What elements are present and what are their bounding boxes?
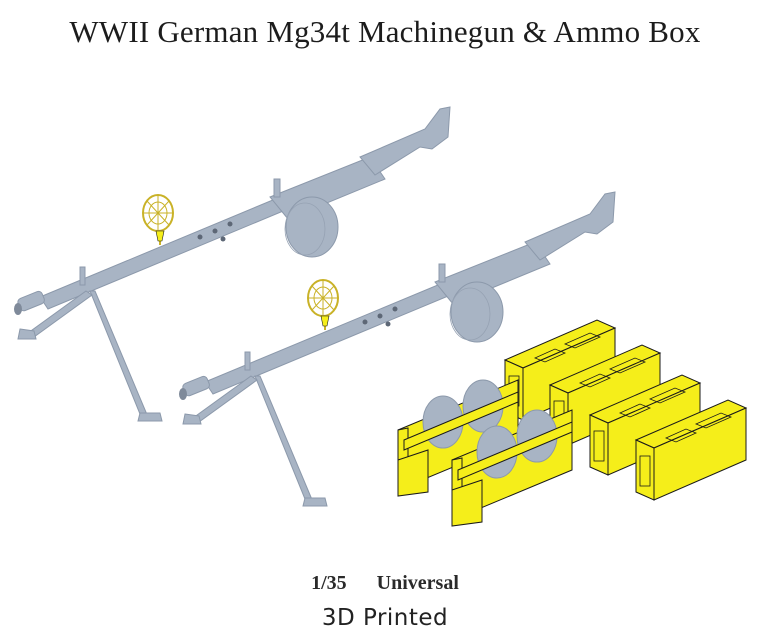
product-title: WWII German Mg34t Machinegun & Ammo Box [69, 14, 701, 49]
compatibility-label: Universal [376, 572, 459, 594]
production-label: 3D Printed [321, 605, 449, 631]
scale-label: 1/35 [311, 572, 347, 594]
spec-line: 1/35 Universal [0, 572, 770, 595]
